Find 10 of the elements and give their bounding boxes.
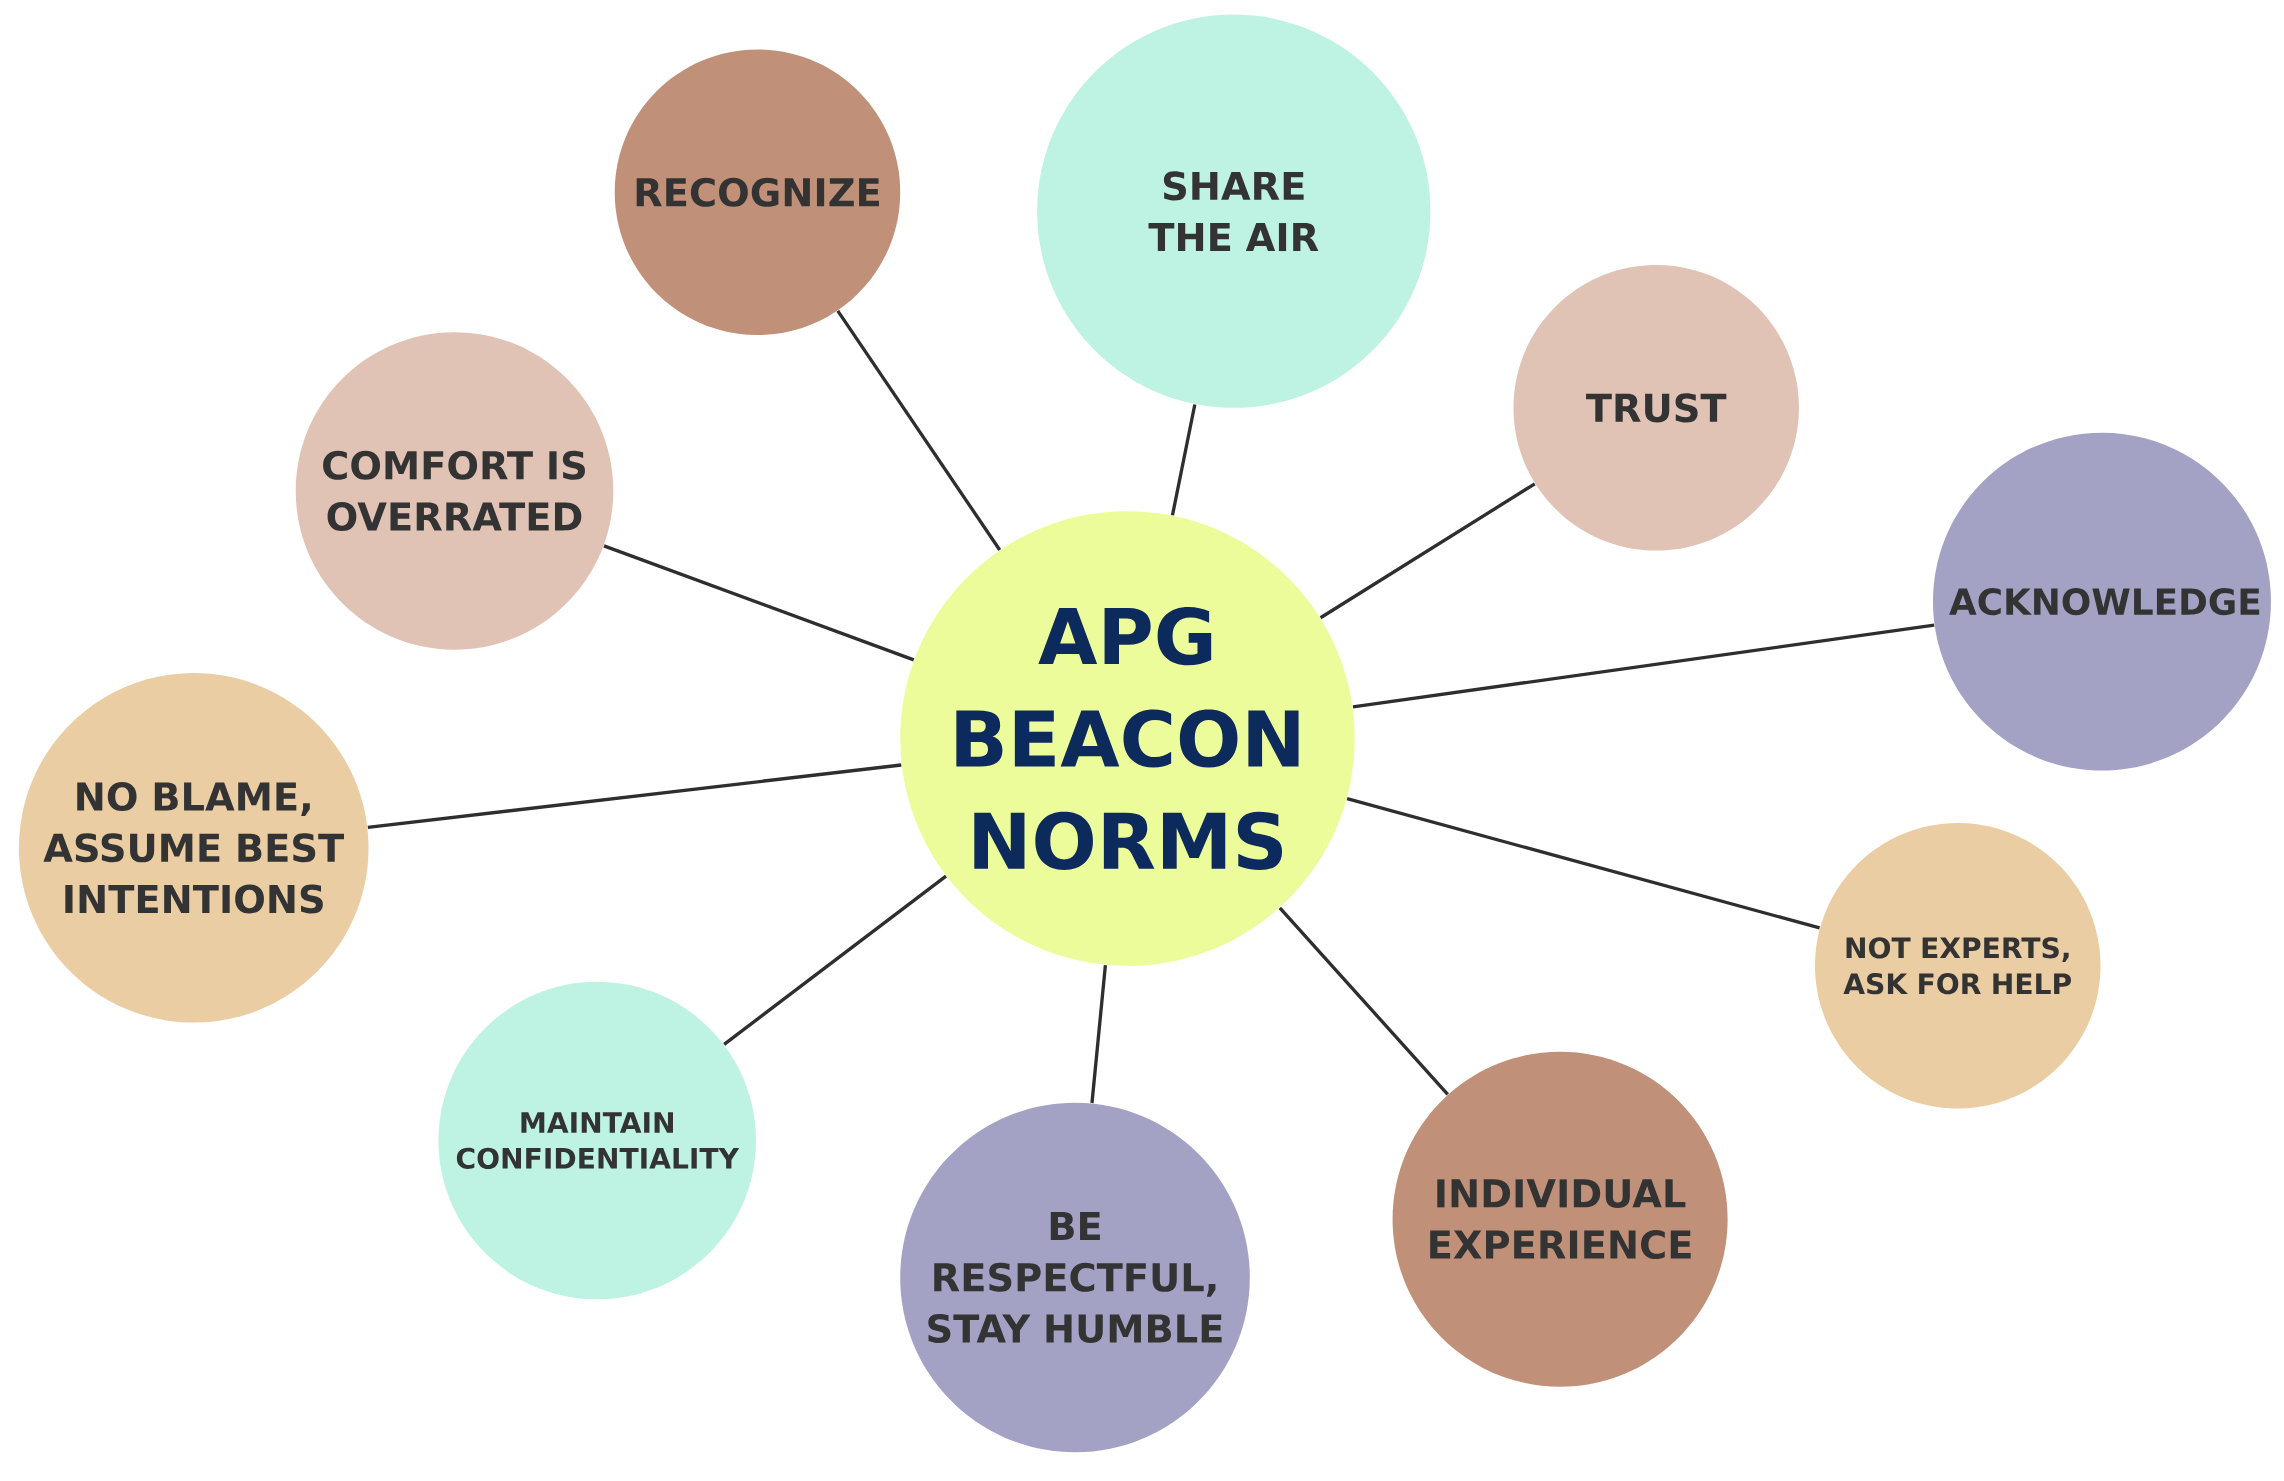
- connector-line: [836, 309, 1002, 551]
- connector-line: [1278, 906, 1449, 1096]
- connector-line: [723, 874, 947, 1046]
- connector-line: [1319, 482, 1536, 619]
- connector-line: [603, 544, 915, 662]
- connector-line: [1352, 623, 1935, 709]
- connector-line: [1170, 403, 1197, 516]
- connector-line: [1346, 796, 1820, 930]
- connector-line: [367, 763, 902, 829]
- connector-line: [1090, 964, 1108, 1103]
